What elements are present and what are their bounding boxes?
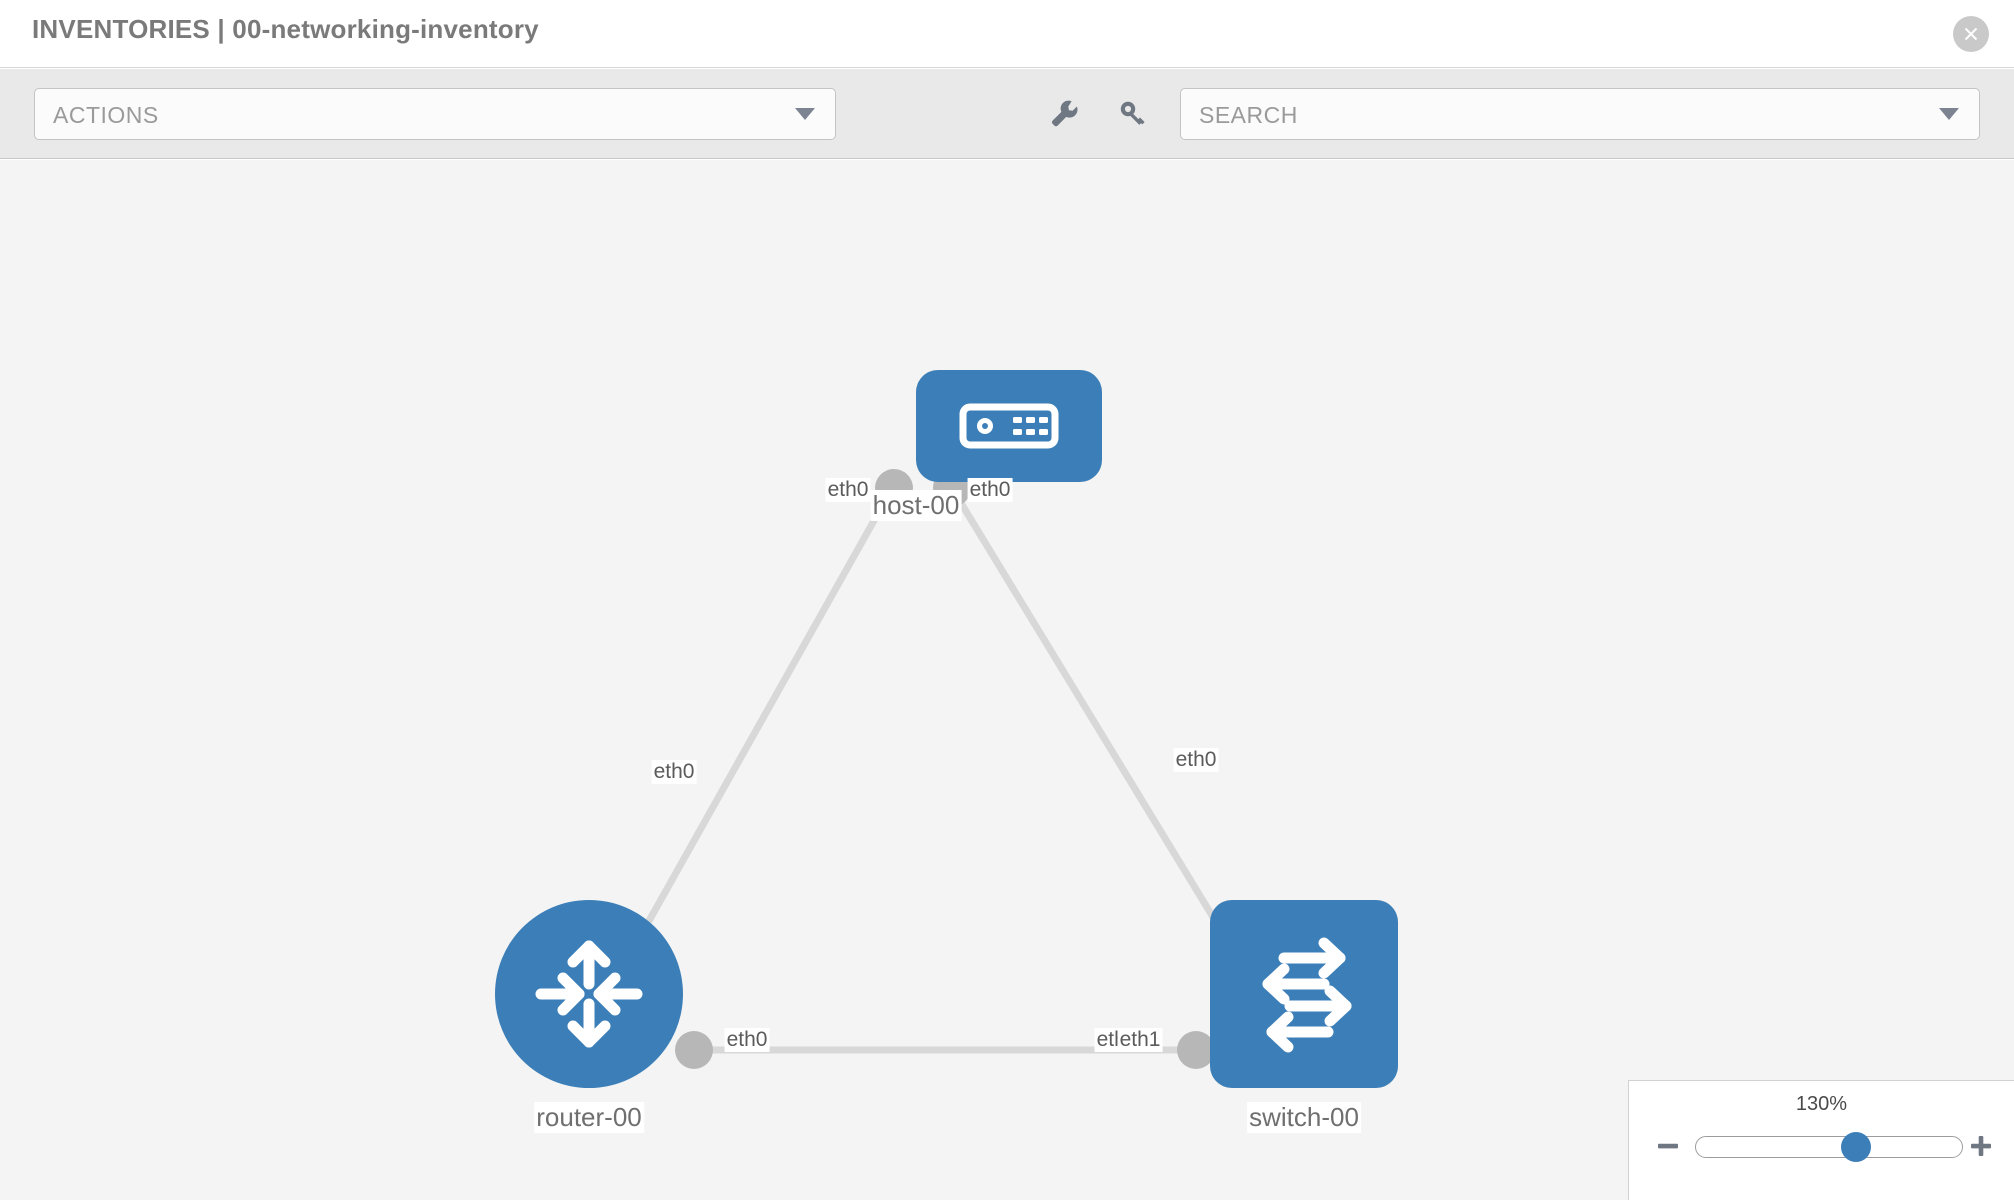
router-arrows-icon (495, 900, 683, 1088)
interface-label-host-00: eth0 (825, 478, 871, 502)
close-icon[interactable] (1953, 16, 1989, 52)
wrench-icon[interactable] (1043, 93, 1085, 135)
interface-label-switch-00: eth1 (1117, 1028, 1163, 1052)
port-nub-router-eth0[interactable] (675, 1031, 713, 1069)
interface-label-switch-00: eth0 (1173, 748, 1219, 772)
node-label-router-00: router-00 (534, 1102, 644, 1133)
topology-node-router-00[interactable] (495, 900, 683, 1088)
topology-canvas[interactable]: host-00 router-00 sw (0, 160, 2014, 1200)
chevron-down-icon[interactable] (1939, 108, 1959, 120)
port-nub-switch-eth1[interactable] (1177, 1031, 1215, 1069)
topology-edges (641, 481, 1237, 1054)
plus-icon[interactable] (1964, 1129, 1998, 1163)
search-input[interactable]: SEARCH (1180, 88, 1980, 140)
node-label-host-00: host-00 (870, 490, 962, 521)
zoom-slider[interactable] (1695, 1132, 1963, 1162)
topology-node-switch-00[interactable] (1210, 900, 1398, 1088)
actions-dropdown-label: ACTIONS (53, 102, 159, 128)
topology-node-host-00[interactable] (916, 370, 1102, 482)
chevron-down-icon (795, 108, 815, 120)
minus-icon[interactable] (1651, 1129, 1685, 1163)
server-icon (916, 370, 1102, 482)
interface-label-router-00: eth0 (651, 760, 697, 784)
topology-link[interactable] (641, 481, 898, 932)
page-title: INVENTORIES | 00-networking-inventory (32, 14, 539, 44)
search-placeholder-label: SEARCH (1199, 102, 1298, 128)
key-icon[interactable] (1112, 93, 1154, 135)
node-label-switch-00: switch-00 (1247, 1102, 1361, 1133)
zoom-slider-handle[interactable] (1840, 1132, 1871, 1162)
actions-dropdown[interactable]: ACTIONS (34, 88, 836, 140)
page-header: INVENTORIES | 00-networking-inventory (0, 0, 2014, 68)
interface-label-host-00: eth0 (967, 478, 1013, 502)
zoom-level-label: 130% (1795, 1093, 1848, 1115)
switch-arrows-icon (1210, 900, 1398, 1088)
interface-label-router-00: eth0 (724, 1028, 770, 1052)
toolbar: ACTIONS SEARCH (0, 69, 2014, 159)
zoom-control-panel: 130% (1628, 1080, 2014, 1200)
topology-link[interactable] (946, 481, 1237, 954)
